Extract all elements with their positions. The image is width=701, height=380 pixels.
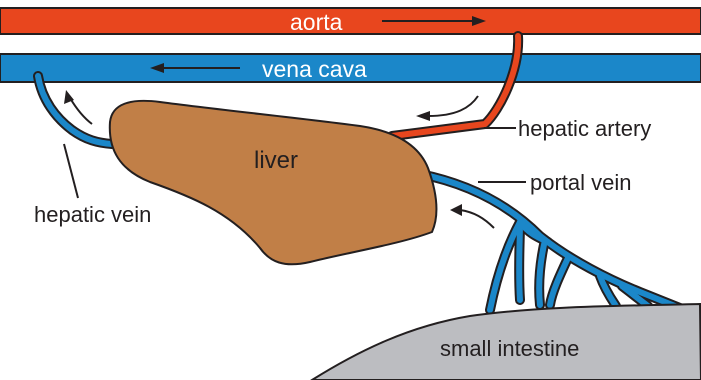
hepatic-vein-vessel — [38, 76, 112, 144]
hepatic-artery-label: hepatic artery — [518, 116, 651, 141]
hepatic-vein-leader — [64, 144, 78, 198]
small-intestine-label: small intestine — [440, 336, 579, 361]
aorta-label: aorta — [290, 9, 343, 35]
aorta-vessel — [0, 8, 701, 34]
liver-organ — [110, 101, 437, 265]
portal-vein-label: portal vein — [530, 170, 632, 195]
vena-cava-label: vena cava — [262, 56, 367, 82]
hepatic-vein-flow-arrow — [64, 90, 92, 124]
hepatic-artery-vessel — [392, 36, 518, 136]
hepatic-vein-label: hepatic vein — [34, 202, 151, 227]
liver-label: liver — [254, 147, 298, 174]
portal-vein-flow-arrow — [450, 204, 494, 228]
hepatic-artery-flow-arrow — [416, 96, 478, 121]
